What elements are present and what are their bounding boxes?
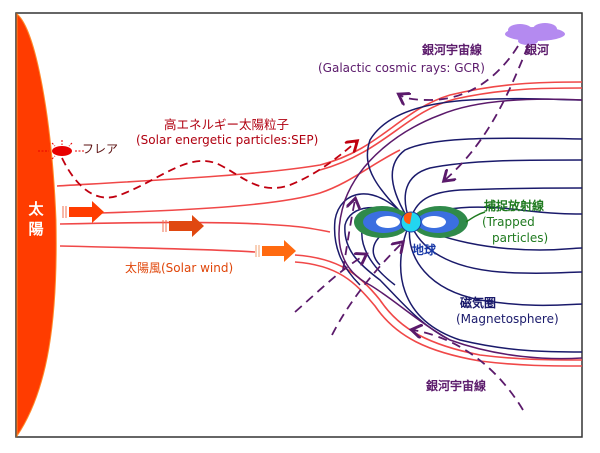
solar-wind-label: 太陽風(Solar wind) [125, 261, 234, 275]
solar-wind-line-4 [59, 245, 256, 253]
earth-label: 地球 [412, 243, 437, 257]
galaxy-label: 銀河 [525, 43, 550, 57]
flare-icon [38, 140, 84, 160]
solar-wind-line-1 [56, 81, 583, 187]
galaxy-cloud [505, 23, 565, 45]
gcr-bottom-label-jp: 銀河宇宙線 [426, 379, 487, 393]
solar-wind-arrow-2 [162, 215, 204, 237]
sun-label-line1: 太 [28, 200, 44, 218]
gcr-path-left-lower [294, 255, 365, 313]
gcr-path-left [342, 200, 355, 271]
gcr-path-to-earth-top [445, 45, 529, 180]
trapped-label-en-2: particles) [492, 231, 549, 245]
trapped-leader-line [465, 211, 486, 223]
sep-label-en: (Solar energetic particles:SEP) [136, 133, 319, 147]
gcr-paths [294, 45, 529, 411]
flare-label: フレア [82, 142, 119, 156]
gcr-path-bottom [413, 330, 524, 411]
solar-wind-line-3 [59, 221, 331, 233]
trapped-label-en-1: (Trapped [482, 215, 535, 229]
solar-wind-arrow-3 [255, 240, 296, 262]
diagram-frame [15, 12, 583, 438]
earth [400, 211, 422, 233]
sep-label-jp: 高エネルギー太陽粒子 [164, 117, 290, 132]
solar-wind-line-5b [294, 261, 583, 367]
gcr-top-label-jp: 銀河宇宙線 [422, 43, 483, 57]
magnetopause [338, 98, 583, 360]
trapped-particle-belts [354, 206, 468, 238]
solar-wind-arrow-1 [62, 201, 104, 223]
gcr-top-label-en: (Galactic cosmic rays: GCR) [318, 61, 485, 75]
trapped-label-jp: 捕捉放射線 [484, 199, 545, 213]
solar-wind-arrows [62, 201, 296, 262]
sun-label: 太 陽 [26, 200, 46, 239]
sep-path [61, 142, 356, 199]
magnetosphere-label-jp: 磁気圏 [460, 296, 497, 310]
sun-label-line2: 陽 [28, 219, 44, 238]
sun [16, 12, 57, 438]
magnetosphere-label-en: (Magnetosphere) [456, 312, 559, 326]
